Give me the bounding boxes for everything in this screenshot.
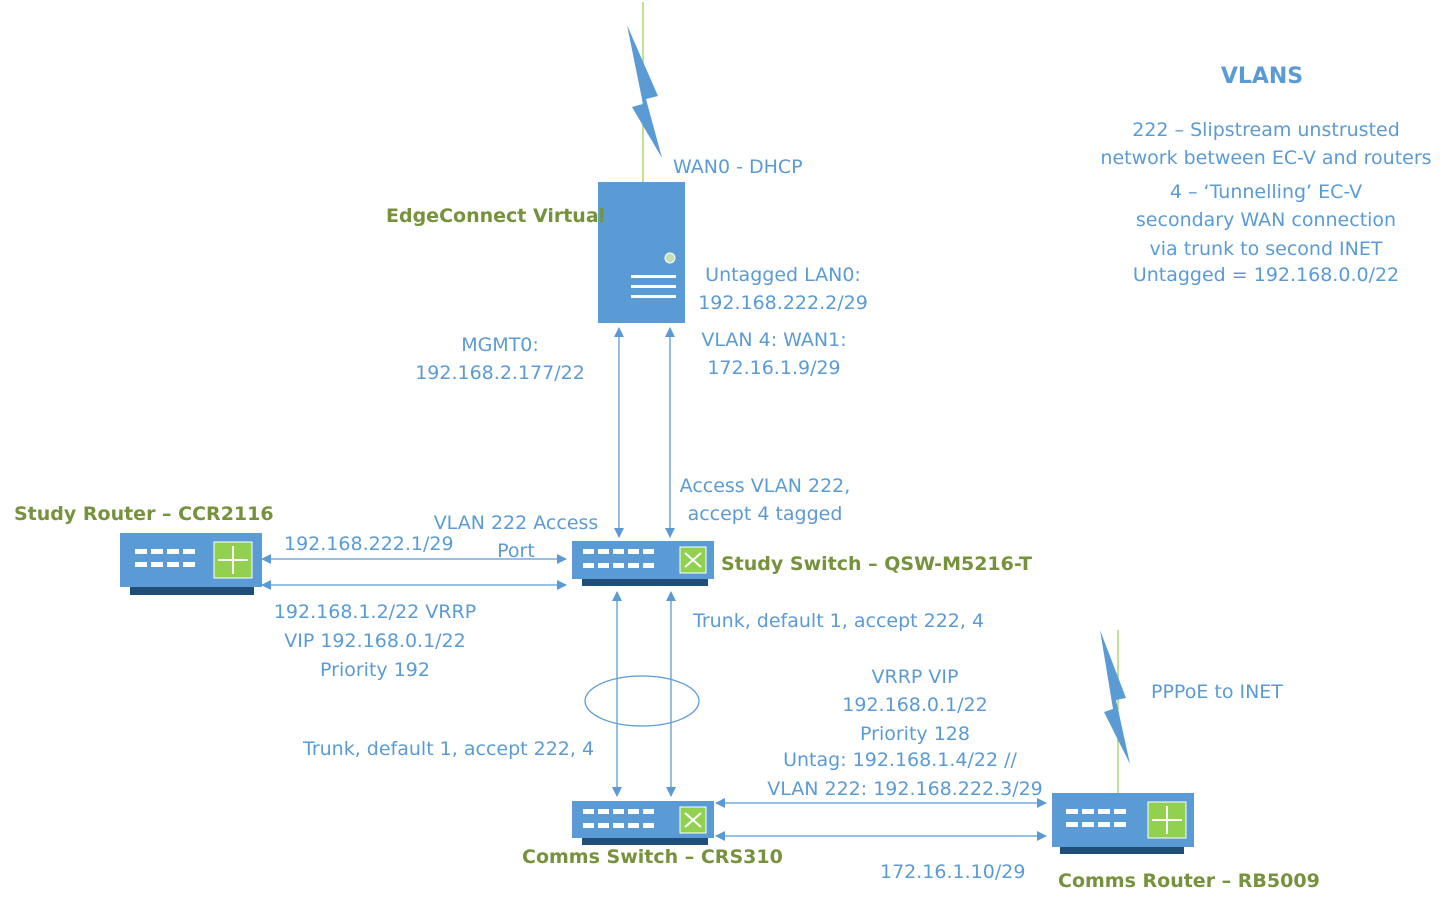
edgeconnect-server-icon [598,182,685,323]
wan1-title: VLAN 4: WAN1: [701,329,847,351]
study-router-ip: 192.168.222.1/29 [284,533,454,555]
wan1-ip: 172.16.1.9/29 [707,357,841,379]
mgmt-title: MGMT0: [461,334,539,356]
access-vlan-line1: Access VLAN 222, [679,475,851,497]
vlans-line-4: secondary WAN connection [1135,209,1397,231]
lag-ellipse [584,675,700,727]
vlans-line-6: Untagged = 192.168.0.0/22 [1132,264,1400,286]
trunk-label-left: Trunk, default 1, accept 222, 4 [303,738,595,760]
vlans-title: VLANS [1220,64,1304,89]
comms-wan-ip: 172.16.1.10/29 [880,861,1026,883]
study-switch-icon [572,541,714,586]
wan0-label: WAN0 - DHCP [673,156,803,178]
study-router-icon [120,533,262,595]
vrrp-line1: 192.168.1.2/22 VRRP [273,601,477,623]
study-router-label: Study Router – CCR2116 [14,503,274,525]
lan0-ip: 192.168.222.2/29 [698,292,868,314]
comms-vrrp-line1: VRRP VIP [871,666,959,688]
vrrp-line3: Priority 192 [320,659,430,681]
trunk-label-right: Trunk, default 1, accept 222, 4 [693,610,985,632]
mgmt-ip: 192.168.2.177/22 [415,362,585,384]
comms-router-lightning-icon [1100,630,1130,764]
comms-switch-label: Comms Switch – CRS310 [522,846,783,868]
vlans-line-2: network between EC-V and routers [1100,147,1432,169]
pppoe-label: PPPoE to INET [1151,681,1283,703]
comms-vrrp-line2: 192.168.0.1/22 [842,694,988,716]
edgeconnect-label: EdgeConnect Virtual [386,205,606,227]
comms-router-icon [1052,793,1194,854]
comms-vrrp-line4: Untag: 192.168.1.4/22 // [783,749,1017,771]
access-vlan-line2: accept 4 tagged [687,503,843,525]
vrrp-line2: VIP 192.168.0.1/22 [284,630,466,652]
vlans-line-3: 4 – ‘Tunnelling’ EC-V [1169,181,1363,203]
vlans-line-5: via trunk to second INET [1149,238,1383,260]
comms-vrrp-line5: VLAN 222: 192.168.222.3/29 [767,778,1043,800]
vlan222-access-line1: VLAN 222 Access [433,512,599,534]
comms-vrrp-line3: Priority 128 [860,723,970,745]
comms-switch-icon [572,801,714,845]
vlans-line-1: 222 – Slipstream unstrusted [1132,119,1400,141]
comms-router-label: Comms Router – RB5009 [1058,870,1320,892]
lan0-title: Untagged LAN0: [705,264,861,286]
vlan222-access-line2: Port [497,540,535,562]
study-switch-label: Study Switch – QSW-M5216-T [721,553,1032,575]
edgeconnect-lightning-icon [627,25,662,158]
